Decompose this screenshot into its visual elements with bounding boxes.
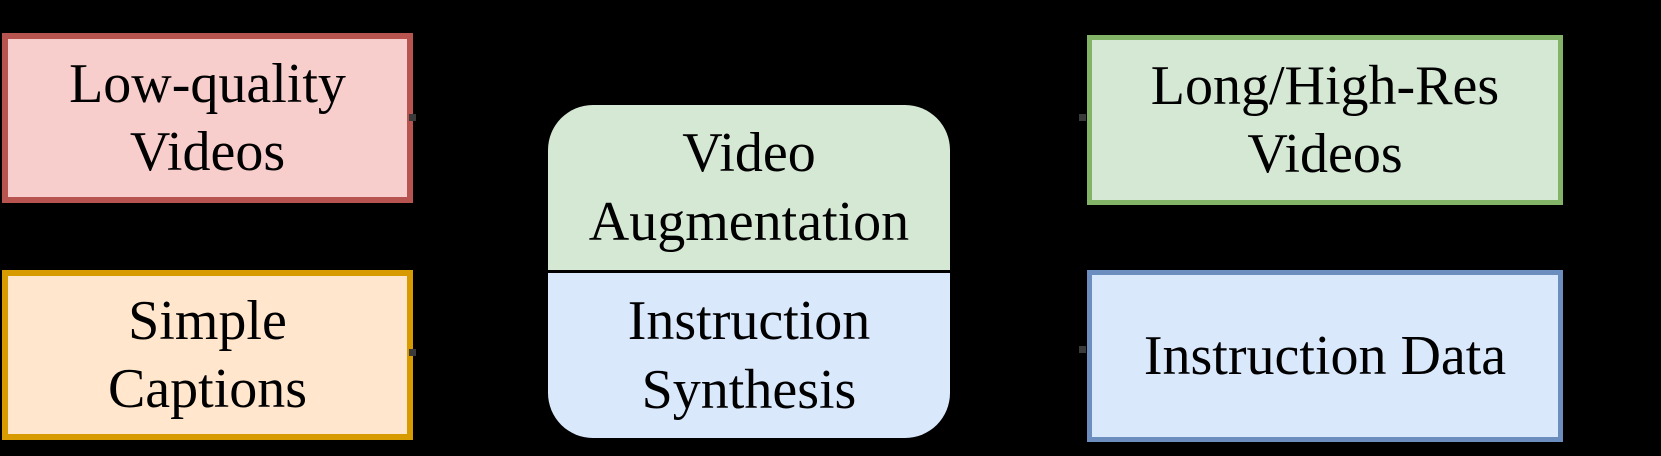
box-instruction-data: Instruction Data <box>1087 270 1563 442</box>
box-video-augmentation: Video Augmentation <box>548 105 950 270</box>
instruction-synthesis-label: Instruction Synthesis <box>627 290 871 421</box>
box-low-quality-videos: Low-quality Videos <box>2 33 413 203</box>
long-high-res-videos-label: Long/High-Res Videos <box>1150 54 1500 185</box>
video-augmentation-label: Video Augmentation <box>588 122 910 253</box>
instruction-data-label: Instruction Data <box>1143 324 1507 387</box>
arrow-remnant-icon <box>1079 114 1086 121</box>
box-long-high-res-videos: Long/High-Res Videos <box>1087 35 1563 205</box>
simple-captions-label: Simple Captions <box>107 289 308 420</box>
arrow-remnant-icon <box>409 349 416 356</box>
box-instruction-synthesis: Instruction Synthesis <box>548 270 950 438</box>
arrow-remnant-icon <box>409 114 416 121</box>
process-capsule: Video Augmentation Instruction Synthesis <box>548 105 950 438</box>
low-quality-videos-label: Low-quality Videos <box>69 52 346 183</box>
arrow-remnant-icon <box>1079 346 1086 353</box>
box-simple-captions: Simple Captions <box>2 270 413 440</box>
